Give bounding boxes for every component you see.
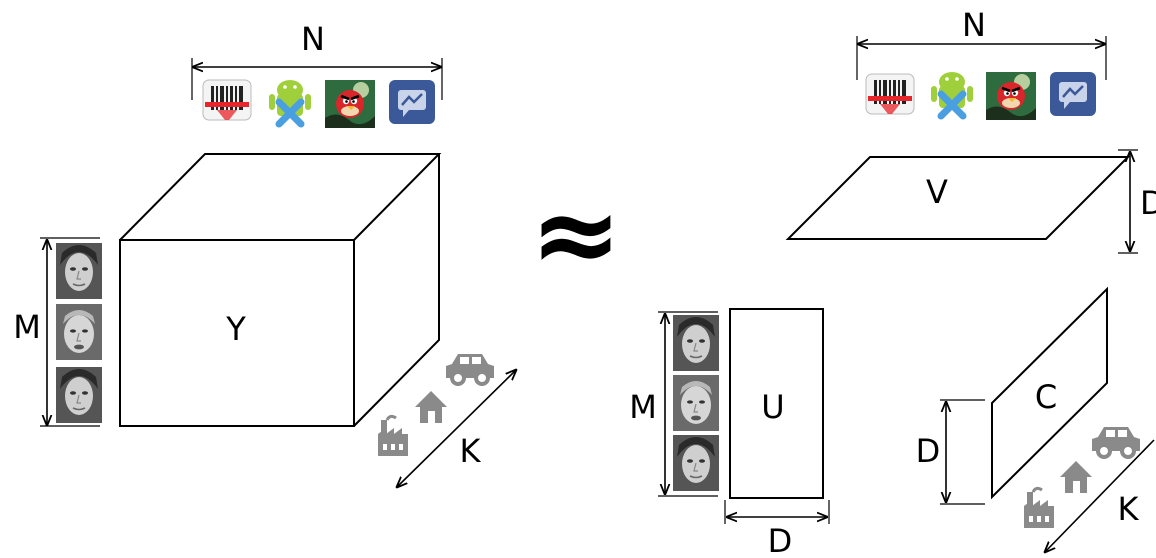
factory-icon — [376, 414, 410, 458]
face-man-icon — [55, 303, 103, 361]
tensor-cube — [119, 153, 442, 427]
factor-c-k-label: K — [1118, 490, 1140, 528]
factor-u-m-dimension: M — [629, 311, 718, 497]
factor-c-d-label: D — [916, 432, 941, 470]
factor-v-n-label: N — [962, 6, 986, 44]
factor-u-label: U — [761, 388, 784, 426]
tensor-n-label: N — [301, 20, 325, 58]
face-woman-icon — [672, 314, 720, 372]
factor-u-d-label: D — [768, 522, 793, 558]
factor-v-plane — [785, 156, 1131, 240]
factory-icon — [1022, 486, 1056, 530]
factor-v-d-label: D — [1140, 184, 1156, 222]
factor-c-k-dimension: K — [1045, 439, 1155, 552]
messenger-icon — [1048, 70, 1098, 118]
android-app-icon — [269, 80, 311, 124]
factor-c-d-dimension: D — [916, 399, 985, 505]
angry-birds-icon — [984, 70, 1038, 122]
face-woman-icon — [55, 242, 103, 300]
factor-v-d-dimension: D — [1118, 149, 1156, 254]
house-icon — [1060, 461, 1092, 493]
tensor-k-label: K — [460, 432, 482, 470]
factor-c-label: C — [1035, 378, 1057, 416]
factor-c-plane — [991, 286, 1108, 500]
factor-u-m-label: M — [629, 388, 657, 426]
messenger-icon — [387, 78, 437, 126]
approx-symbol: ≈ — [530, 170, 622, 298]
tensor-m-label: M — [13, 308, 41, 346]
car-icon — [444, 352, 496, 386]
factor-u-matrix — [729, 308, 824, 499]
barcode-scanner-icon — [202, 79, 252, 121]
barcode-scanner-icon — [865, 73, 915, 115]
factor-u-d-dimension: D — [724, 500, 830, 558]
android-app-icon — [931, 72, 973, 116]
tensor-y-label: Y — [225, 310, 246, 348]
tensor-k-dimension: K — [397, 370, 516, 487]
face-man-icon — [672, 374, 720, 432]
car-icon — [1090, 425, 1142, 459]
tensor-m-dimension: M — [13, 237, 100, 427]
factor-v-label: V — [926, 173, 948, 211]
factor-v-n-dimension: N — [856, 6, 1107, 80]
face-girl-icon — [55, 366, 103, 424]
face-girl-icon — [672, 434, 720, 492]
house-icon — [415, 391, 447, 423]
angry-birds-icon — [323, 78, 377, 130]
tensor-n-dimension: N — [191, 20, 443, 100]
